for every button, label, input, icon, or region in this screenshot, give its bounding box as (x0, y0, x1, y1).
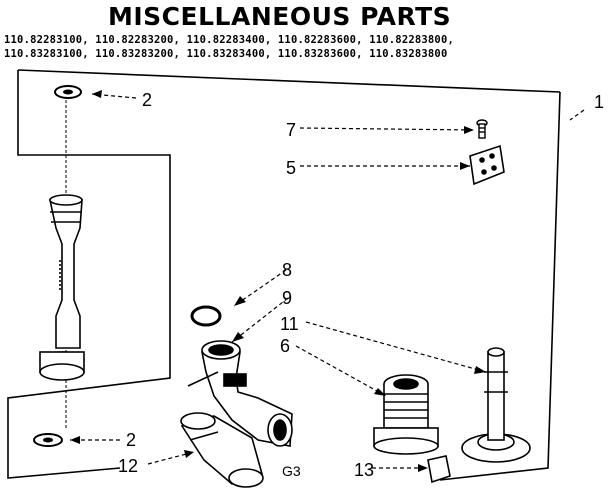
callout-11: 11 (280, 314, 299, 334)
o-ring (190, 305, 222, 327)
callout-1: 1 (594, 92, 604, 112)
callout-8: 8 (282, 260, 292, 280)
agitator-post (461, 347, 531, 463)
bellows-boot (373, 374, 439, 455)
diagram-code: G3 (282, 463, 301, 479)
small-fitting (427, 455, 451, 484)
elbow-hose (187, 340, 293, 447)
coupling-tube (39, 194, 85, 381)
callout-13: 13 (354, 460, 374, 480)
callout-9: 9 (282, 288, 292, 308)
hose-connector (180, 412, 264, 488)
callout-5: 5 (286, 158, 296, 178)
model-numbers-line-2: 110.83283100, 110.83283200, 110.83283400… (4, 48, 448, 60)
leader-lines (70, 93, 585, 469)
callout-2-bottom: 2 (126, 430, 136, 450)
model-numbers-line-1: 110.82283100, 110.82283200, 110.82283400… (4, 34, 454, 46)
washer-top (54, 85, 82, 99)
callout-12: 12 (118, 456, 138, 476)
callout-7: 7 (286, 120, 296, 140)
callout-2-top: 2 (142, 90, 152, 110)
assembly-outline (7, 69, 561, 481)
callout-6: 6 (280, 336, 290, 356)
screw (476, 119, 488, 139)
arrowheads (70, 90, 486, 472)
clip (469, 144, 505, 186)
diagram-title: MISCELLANEOUS PARTS (108, 2, 452, 31)
washer-bottom (33, 433, 63, 447)
